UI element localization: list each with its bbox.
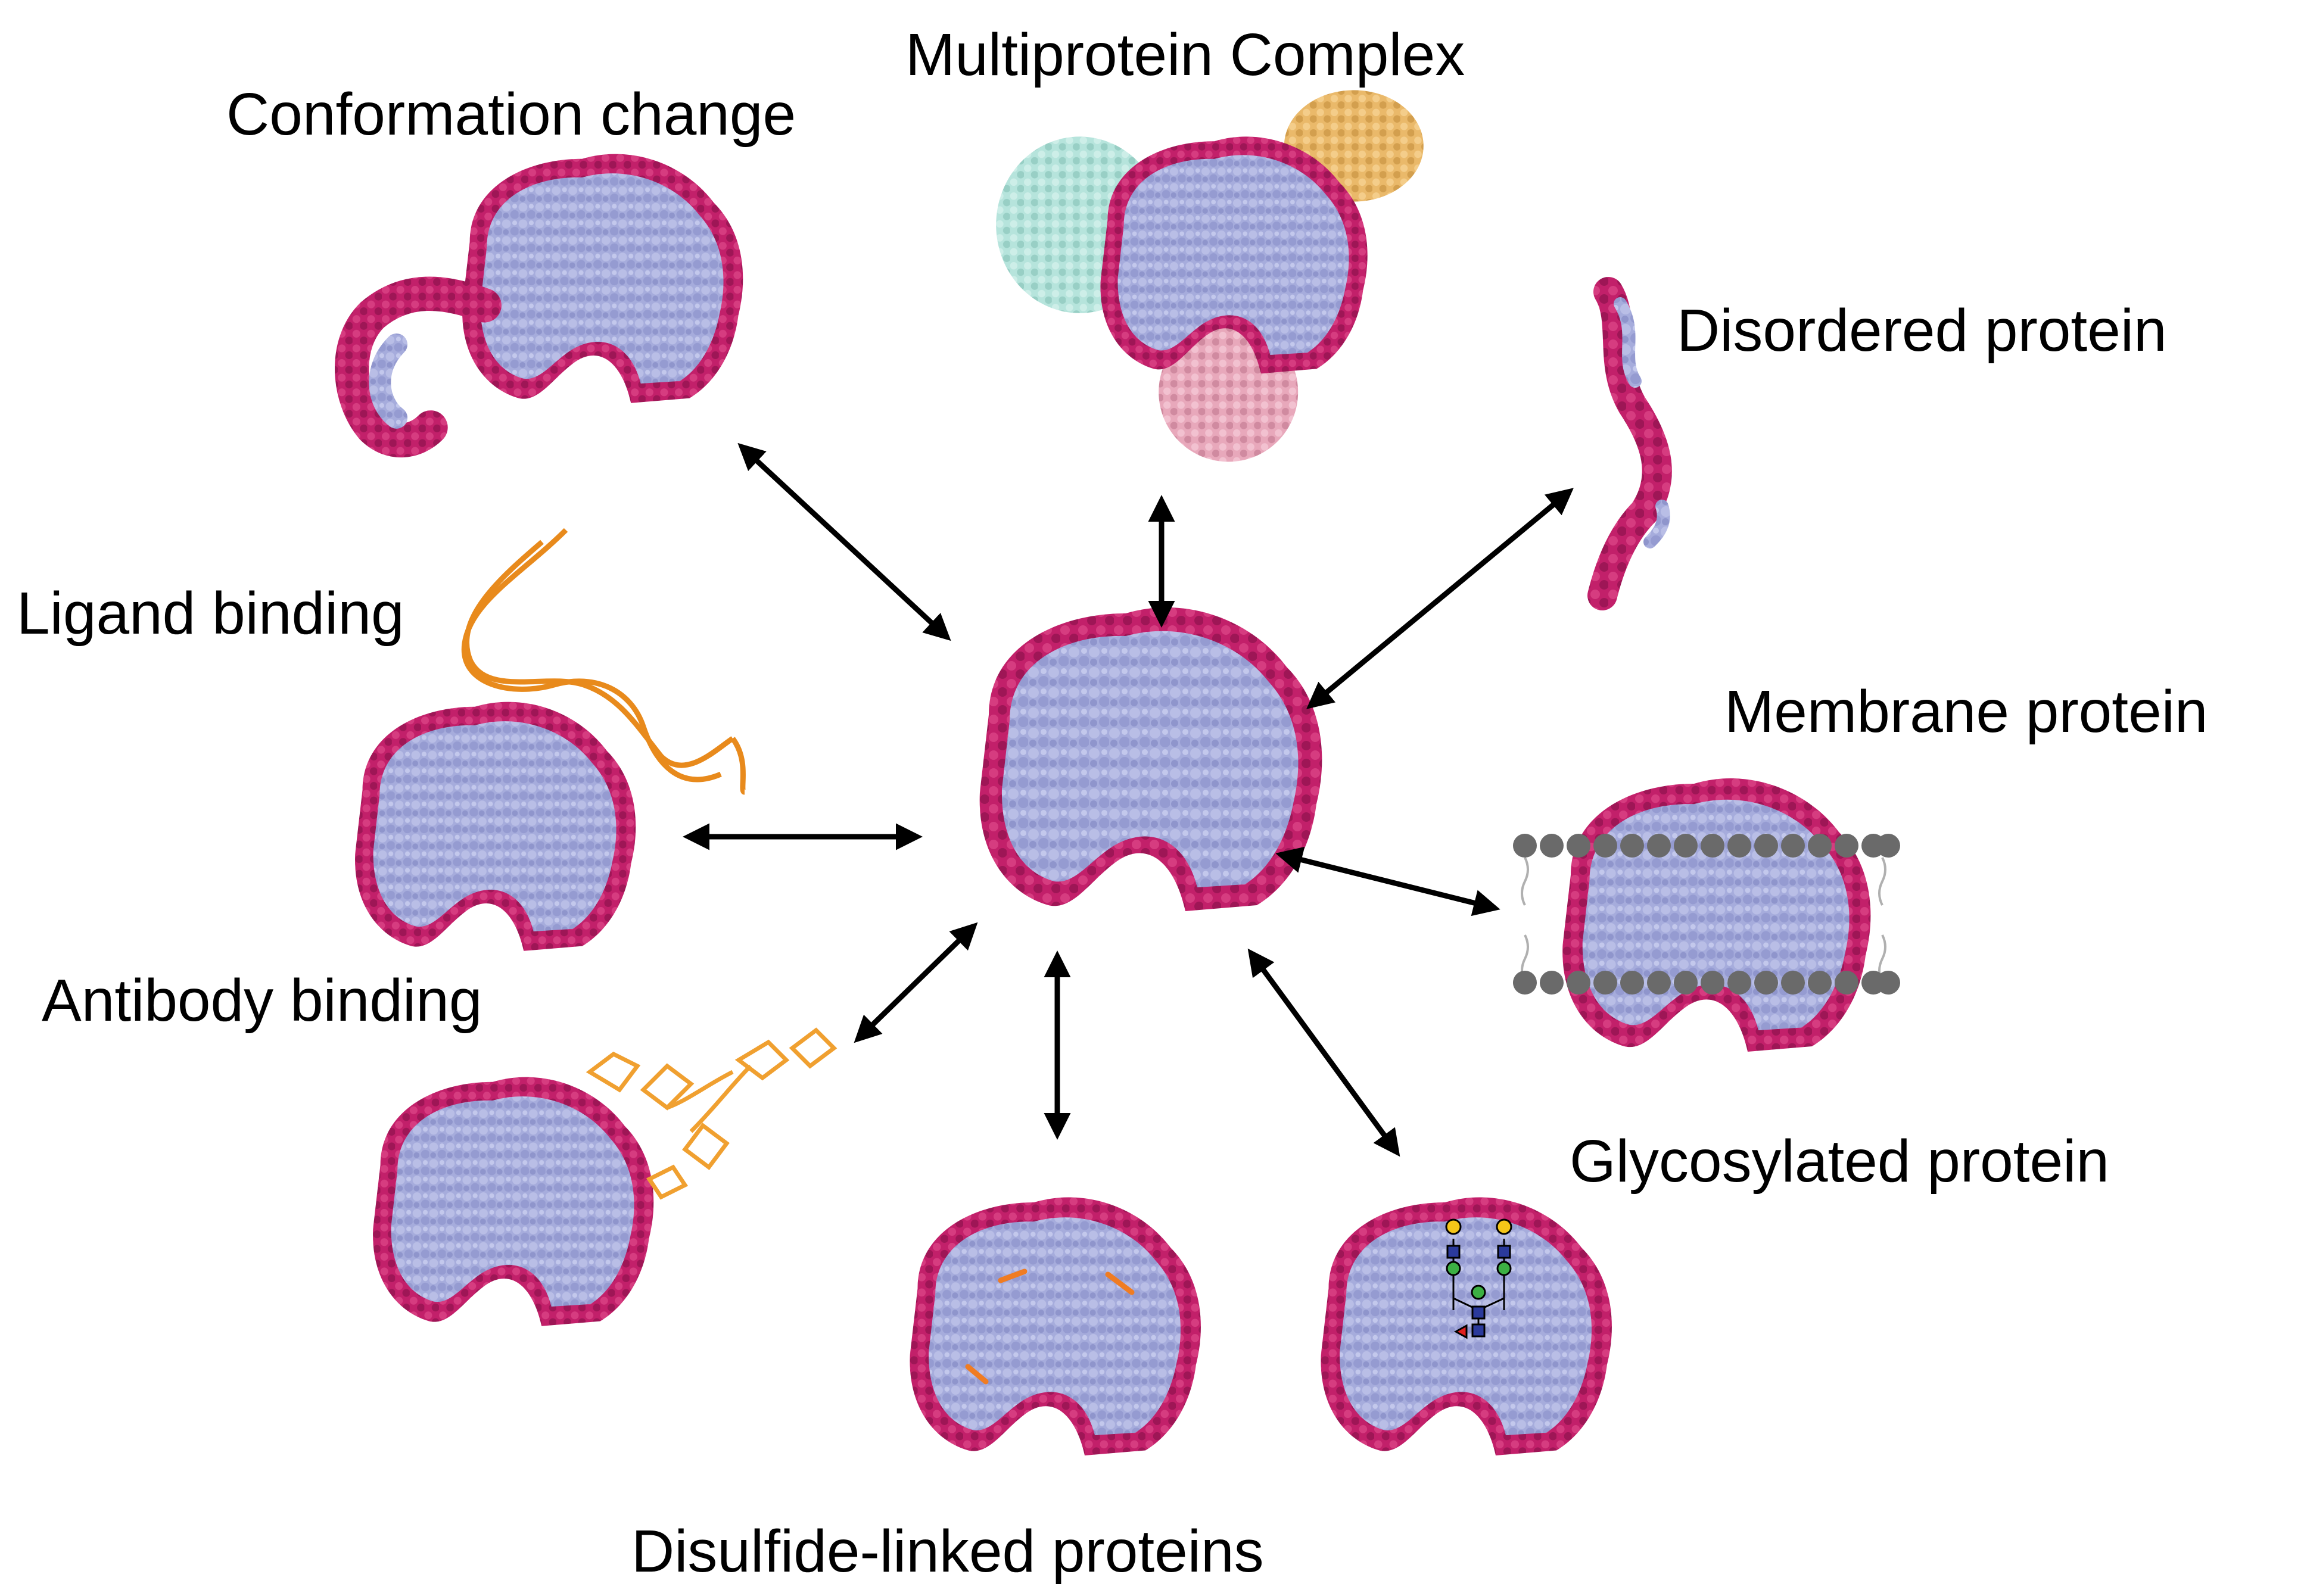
antibody [586,1027,838,1200]
connection-arrows [683,442,1574,1157]
nucleic-acid-ligand [461,528,746,795]
arrow-antibody [854,922,978,1043]
disordered-protein-chain [1587,277,1672,610]
glycan-tree [1445,1218,1512,1339]
label-disordered-protein: Disordered protein [1677,297,2167,364]
membrane-protein [1562,778,1871,1052]
label-multiprotein-complex: Multiprotein Complex [905,21,1465,88]
disulfide-linked-protein [910,1197,1201,1455]
label-glycosylated-protein: Glycosylated protein [1570,1128,2110,1195]
ligand-binding-protein [355,702,636,951]
arrow-glycosylated [1247,948,1400,1157]
central-protein [979,607,1322,911]
lipid-bilayer [1513,834,1900,995]
label-disulfide-linked-proteins: Disulfide-linked proteins [631,1518,1264,1585]
arrow-disordered [1306,488,1574,709]
disulfide-bonds [965,1268,1135,1385]
label-ligand-binding: Ligand binding [17,580,404,647]
label-conformation-change: Conformation change [226,81,796,148]
label-antibody-binding: Antibody binding [42,967,482,1034]
antibody-binding-protein [373,1077,654,1326]
arrow-membrane [1275,846,1500,917]
label-membrane-protein: Membrane protein [1724,678,2208,745]
arrow-conformation [737,442,951,641]
conformation-change-protein [335,154,743,458]
multiprotein-complex-protein [996,90,1424,462]
